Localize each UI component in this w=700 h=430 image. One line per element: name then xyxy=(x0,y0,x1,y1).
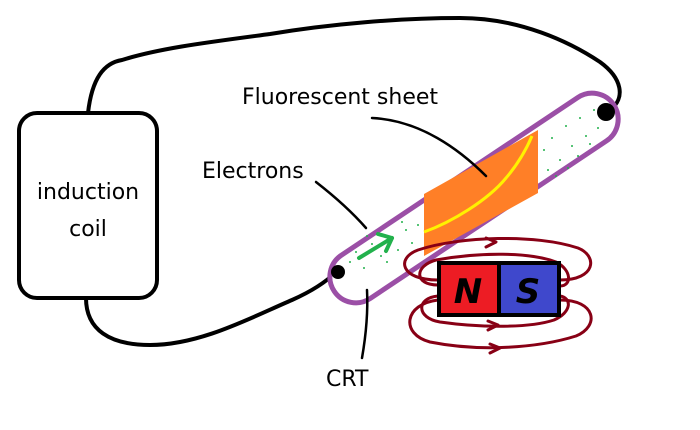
crt-leader xyxy=(360,288,369,360)
electron-arrow xyxy=(357,232,394,260)
crt-label: CRT xyxy=(326,367,369,392)
south-pole-label: S xyxy=(516,272,541,312)
south-pole xyxy=(497,261,561,317)
induction-coil-label-line2: coil xyxy=(69,217,107,242)
north-pole-label: N xyxy=(454,272,482,312)
field-line-inner-top xyxy=(418,252,570,288)
field-line-outer-top xyxy=(403,236,593,282)
top-wire xyxy=(86,15,622,115)
field-line-outer-bottom xyxy=(408,298,593,350)
fluorescent-sheet-leader xyxy=(370,116,488,178)
magnetic-field-lines xyxy=(403,236,593,355)
electrons-leader xyxy=(314,180,368,230)
north-pole xyxy=(437,261,501,317)
fluorescent-sheet xyxy=(424,130,538,256)
field-arrow-3 xyxy=(488,342,502,355)
bar-magnet: N S xyxy=(437,261,561,317)
anode-terminal xyxy=(597,103,615,121)
electrons-label: Electrons xyxy=(202,159,304,184)
induction-coil-box xyxy=(17,111,159,300)
bottom-wire xyxy=(84,270,338,348)
fluorescent-sheet-label: Fluorescent sheet xyxy=(242,85,438,110)
induction-coil-label-line1: induction xyxy=(37,180,139,205)
field-arrow-1 xyxy=(484,236,498,249)
field-arrow-2 xyxy=(486,319,500,332)
beam-trace xyxy=(423,135,534,234)
cathode-terminal xyxy=(331,265,345,279)
